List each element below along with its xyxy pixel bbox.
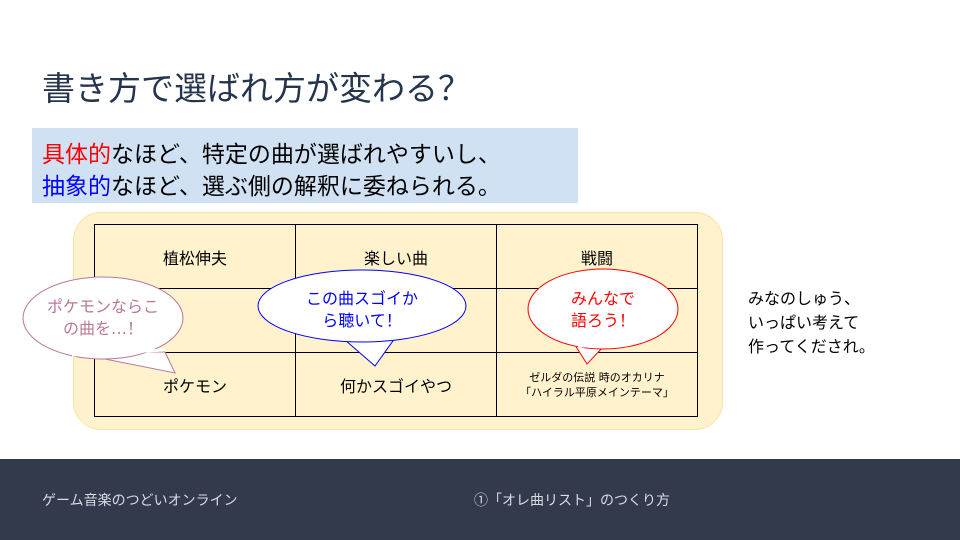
banner-line-2-text: なほど、選ぶ側の解釈に委ねられる。: [111, 174, 501, 200]
banner-line-2: 抽象的なほど、選ぶ側の解釈に委ねられる。: [42, 167, 501, 201]
concrete-label: 具体的: [42, 142, 111, 168]
zelda-line-2: 「ハイラル平原メインテーマ」: [520, 385, 674, 399]
table-row: ポケモン 何かスゴイやつ ゼルダの伝説 時のオカリナ「ハイラル平原メインテーマ」: [94, 352, 698, 417]
slide-title: 書き方で選ばれ方が変わる？: [42, 69, 471, 108]
footer-section-title: ①「オレ曲リスト」のつくり方: [474, 493, 670, 509]
pink-bubble-text: ポケモンならこの曲を…！: [46, 297, 159, 338]
table-cell: ゼルダの伝説 時のオカリナ「ハイラル平原メインテーマ」: [496, 352, 698, 417]
red-bubble-text: みんなで語ろう！: [570, 289, 635, 330]
banner-line-1-text: なほど、特定の曲が選ばれやすいし、: [111, 142, 501, 168]
abstract-label: 抽象的: [42, 174, 111, 200]
footer-event-name: ゲーム音楽のつどいオンライン: [42, 493, 238, 509]
summary-banner: 具体的なほど、特定の曲が選ばれやすいし、 抽象的なほど、選ぶ側の解釈に委ねられる…: [32, 128, 578, 203]
banner-line-1: 具体的なほど、特定の曲が選ばれやすいし、: [42, 135, 501, 169]
blue-bubble-shape: [257, 269, 467, 367]
side-note: みなのしゅう、いっぱい考えて作ってくだされ。: [748, 289, 875, 356]
red-bubble-shape: [527, 268, 679, 365]
pink-bubble-shape: [22, 276, 184, 374]
table-cell: 何かスゴイやつ: [295, 352, 497, 417]
zelda-line-1: ゼルダの伝説 時のオカリナ: [529, 370, 665, 384]
blue-bubble-text: この曲スゴイから聴いて！: [305, 289, 418, 330]
footer: ゲーム音楽のつどいオンライン ①「オレ曲リスト」のつくり方: [0, 459, 960, 540]
